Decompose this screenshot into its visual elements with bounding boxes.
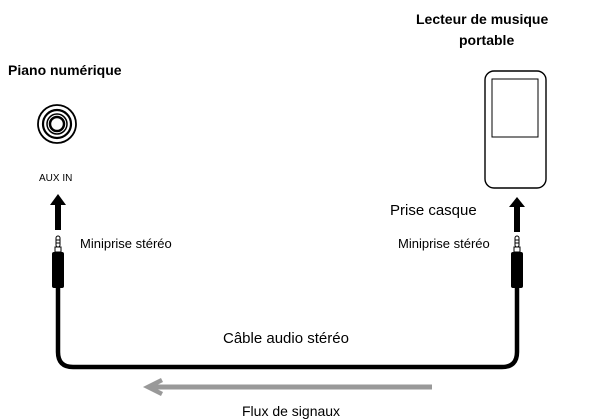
right-mini-plug-icon [511, 235, 523, 288]
signal-flow-arrow-icon [142, 377, 432, 397]
player-title-line2: portable [459, 32, 515, 48]
headphone-jack-label: Prise casque [390, 202, 477, 219]
left-mini-plug-icon [52, 235, 64, 288]
cable-label: Câble audio stéréo [223, 330, 349, 347]
audio-cable [55, 288, 520, 370]
aux-in-label: AUX IN [39, 173, 73, 184]
player-title-line1: Lecteur de musique [416, 11, 549, 27]
left-plug-label: Miniprise stéréo [80, 236, 172, 251]
right-plug-label: Miniprise stéréo [398, 236, 490, 251]
music-player-icon [484, 70, 547, 189]
left-up-arrow-icon [50, 194, 66, 230]
signal-flow-label: Flux de signaux [242, 403, 341, 419]
aux-in-jack-icon [37, 104, 77, 144]
piano-title: Piano numérique [8, 62, 122, 78]
right-up-arrow-icon [509, 197, 525, 232]
